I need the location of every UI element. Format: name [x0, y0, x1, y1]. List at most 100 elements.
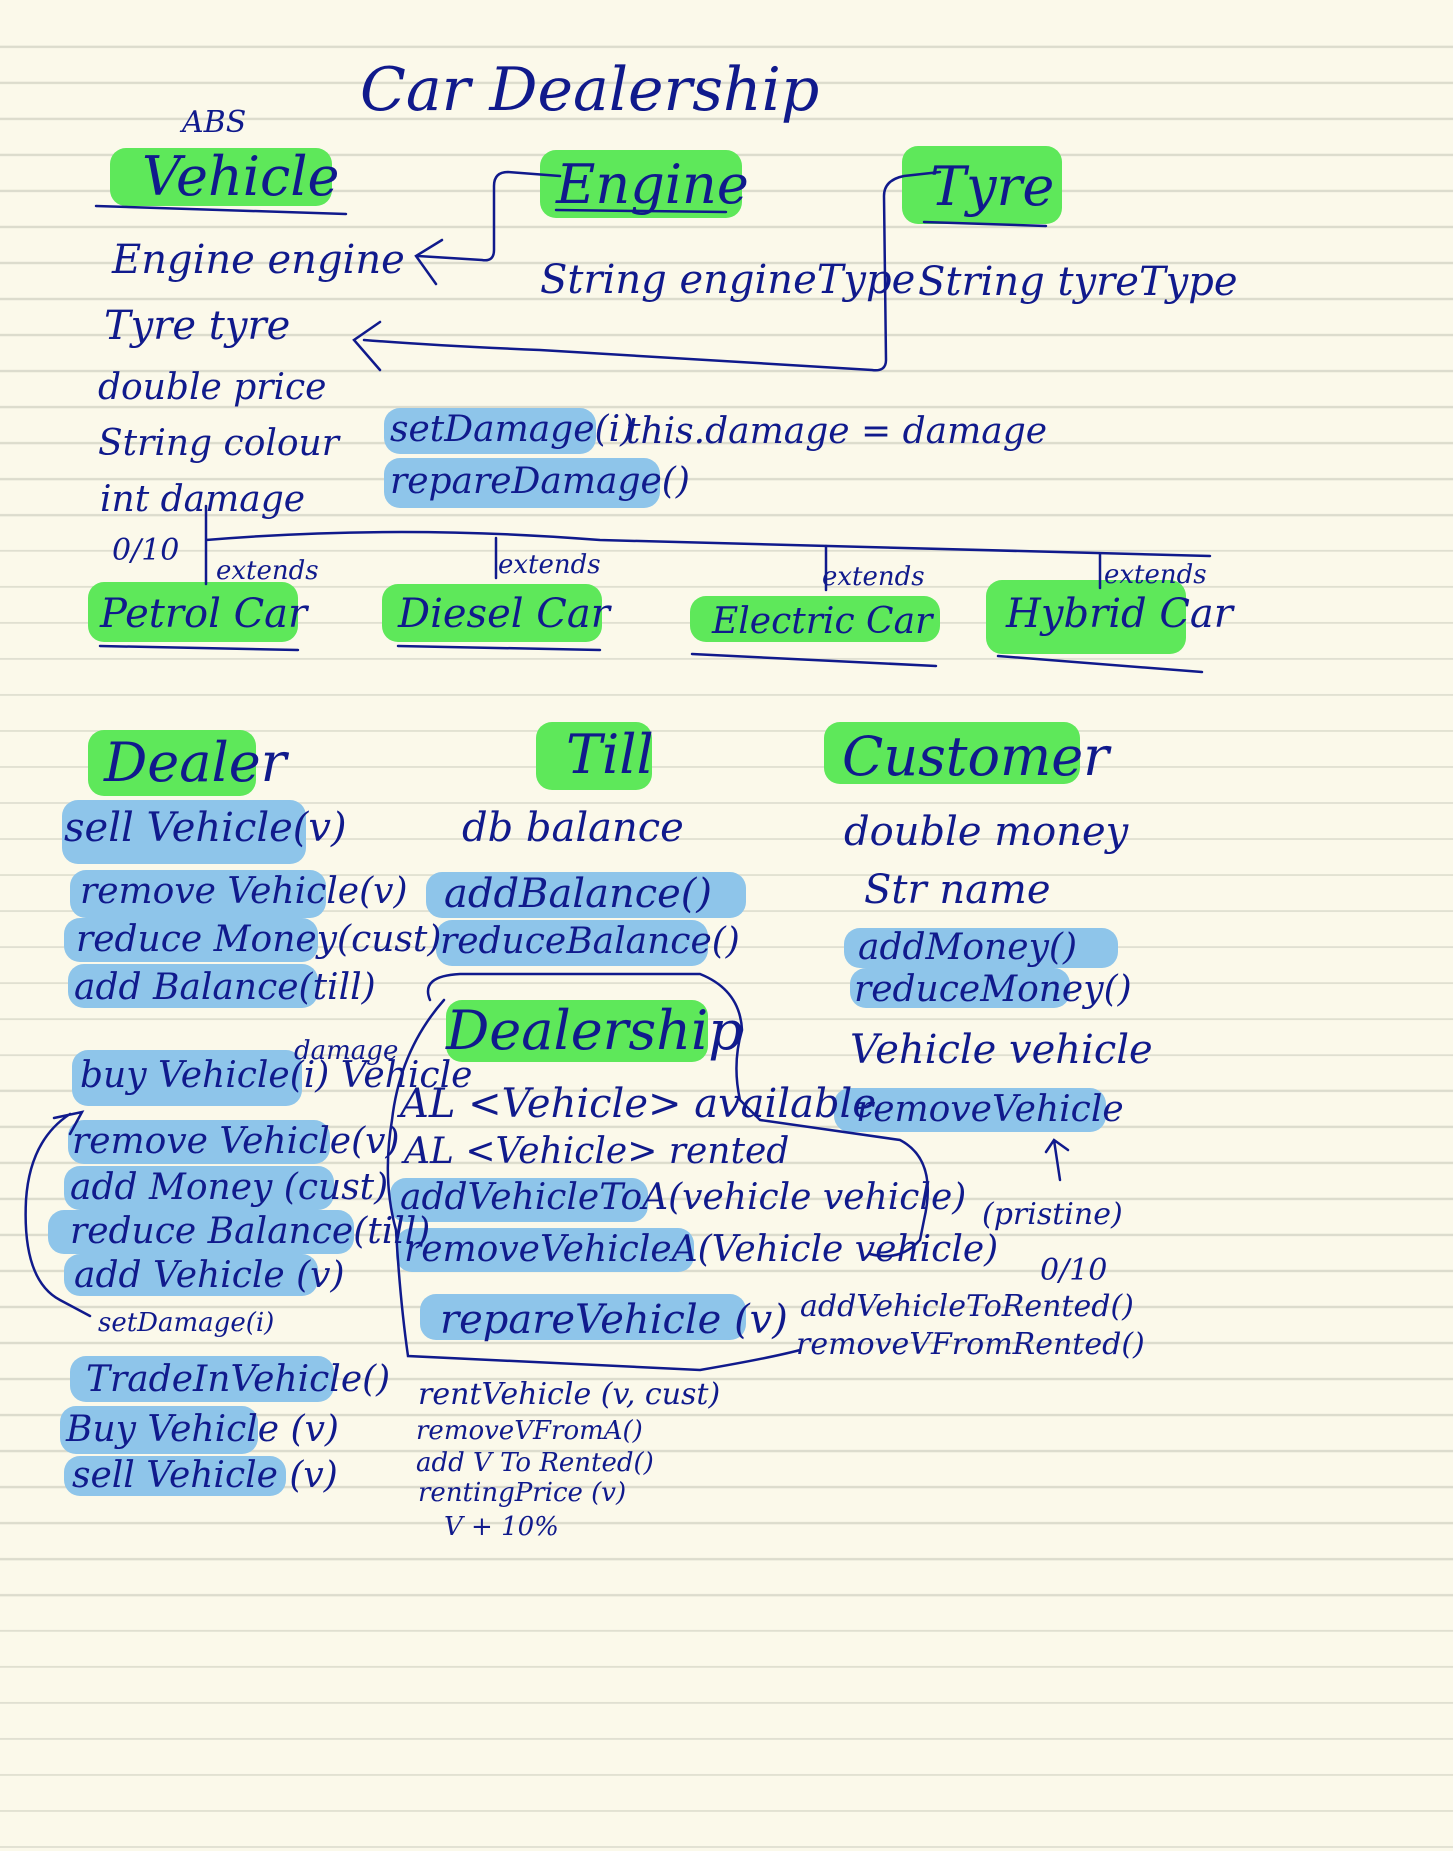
dealership-list-rented: AL <Vehicle> rented — [404, 1131, 790, 1172]
customer-highlight — [824, 722, 1080, 784]
hybrid-highlight — [986, 580, 1186, 654]
dealer-g1-remove-vehicle: remove Vehicle(v) — [80, 871, 408, 912]
engine-to-vehicle-arrow — [414, 170, 562, 286]
setdamage-highlight — [384, 408, 596, 454]
method-repare-damage: repareDamage() — [390, 461, 690, 502]
dealer-g1-add-balance: add Balance(till) — [74, 967, 376, 1008]
dealer-g2-reduce-balance: reduce Balance(till) — [70, 1211, 431, 1252]
customer-state-scale: 0/10 — [1040, 1253, 1108, 1288]
vehicle-class-name: Vehicle — [142, 145, 340, 208]
set-damage-note: this.damage = damage — [626, 411, 1048, 452]
dealer-g1-3-hl — [68, 964, 318, 1008]
dealership-method-add: addVehicleToA(vehicle vehicle) — [400, 1177, 967, 1218]
cust-m1-hl — [850, 968, 1070, 1008]
customer-field-vehicle: Vehicle vehicle — [850, 1027, 1153, 1073]
method-set-damage: setDamage(i) — [390, 409, 635, 450]
till-field-balance: db balance — [462, 805, 684, 851]
vehicle-field-price: double price — [98, 367, 327, 408]
vehicle-field-colour: String colour — [98, 423, 339, 464]
dealer-buy-loop — [24, 1110, 92, 1318]
dealer-class-name: Dealer — [104, 731, 287, 794]
tyre-underline — [922, 220, 1048, 228]
dealer-set-damage: setDamage(i) — [98, 1308, 275, 1338]
engine-field-type: String engineType — [540, 257, 916, 303]
extends-label-hybrid: extends — [1104, 560, 1207, 590]
dealer-g3-buy-vehicle: Buy Vehicle (v) — [66, 1409, 339, 1450]
vehicle-field-damage: int damage — [100, 479, 306, 520]
extends-bar — [204, 504, 1212, 586]
dealership-renting-price: rentingPrice (v) — [418, 1478, 627, 1508]
till-highlight — [536, 722, 652, 790]
customer-field-name: Str name — [864, 867, 1051, 913]
customer-state-note: (pristine) — [982, 1197, 1123, 1232]
dealership-method-repare: repareVehicle (v) — [440, 1297, 788, 1343]
dealer-g2-buy-vehicle: buy Vehicle(i) Vehicle — [80, 1055, 473, 1096]
dealership-method-remove: removeVehicleA(Vehicle vehicle) — [404, 1229, 999, 1270]
dealer-g1-sell-vehicle: sell Vehicle(v) — [64, 805, 347, 851]
class-petrol-car: Petrol Car — [100, 591, 308, 637]
dealership-m2-hl — [420, 1294, 746, 1340]
dealership-highlight — [446, 1000, 708, 1062]
dealer-g3-2-hl — [64, 1456, 286, 1496]
vehicle-stereotype: ABS — [182, 105, 247, 140]
class-electric-car: Electric Car — [712, 601, 933, 642]
tyre-field-type: String tyreType — [918, 259, 1238, 305]
dealership-price-markup: V + 10% — [444, 1512, 559, 1542]
extends-label-electric: extends — [822, 562, 925, 592]
dealership-remove-from-a: removeVFromA() — [416, 1416, 643, 1446]
hybrid-underline — [996, 654, 1204, 674]
dealership-boundary — [386, 972, 929, 1372]
dealer-g2-0-hl — [72, 1050, 302, 1106]
customer-pristine-arrow — [1044, 1138, 1070, 1182]
electric-highlight — [690, 596, 940, 642]
cust-m0-hl — [844, 928, 1118, 968]
dealership-m1-hl — [396, 1228, 694, 1272]
dealer-g2-remove-vehicle: remove Vehicle(v) — [72, 1121, 400, 1162]
dealership-class-name: Dealership — [446, 999, 743, 1062]
tyre-highlight — [902, 146, 1062, 224]
dealer-g2-3-hl — [48, 1210, 354, 1254]
till-method-reduce-balance: reduceBalance() — [440, 921, 740, 962]
dealer-g1-reduce-money: reduce Money(cust) — [76, 919, 442, 960]
dealer-g3-trade-in: TradeInVehicle() — [86, 1359, 391, 1400]
dealer-g2-2-hl — [64, 1166, 334, 1210]
dealership-rent-vehicle: rentVehicle (v, cust) — [418, 1377, 721, 1412]
petrol-highlight — [88, 582, 298, 642]
vehicle-highlight — [110, 148, 332, 206]
tyre-class-name: Tyre — [930, 155, 1055, 218]
customer-method-add-money: addMoney() — [858, 927, 1078, 968]
petrol-underline — [98, 644, 300, 652]
dealership-list-available: AL <Vehicle> available — [400, 1081, 877, 1127]
dealer-g1-1-hl — [70, 870, 326, 918]
vehicle-field-tyre: Tyre tyre — [104, 303, 291, 349]
customer-method-reduce-money: reduceMoney() — [854, 969, 1132, 1010]
engine-underline — [554, 208, 728, 214]
customer-class-name: Customer — [842, 725, 1109, 788]
page-title: Car Dealership — [360, 55, 820, 125]
dealer-g1-2-hl — [64, 918, 318, 962]
dealer-g2-4-hl — [64, 1254, 318, 1296]
vehicle-damage-range: 0/10 — [112, 533, 180, 568]
dealer-g3-sell-vehicle: sell Vehicle (v) — [72, 1455, 338, 1496]
electric-underline — [690, 652, 938, 668]
till-m0-hl — [426, 872, 746, 918]
dealer-g2-add-vehicle: add Vehicle (v) — [74, 1255, 345, 1296]
vehicle-field-engine: Engine engine — [112, 237, 405, 283]
customer-method-remove-vehicle: removeVehicle — [856, 1089, 1124, 1130]
extends-label-diesel: extends — [498, 550, 601, 580]
dealership-add-to-rented: addVehicleToRented() — [800, 1289, 1134, 1324]
dealer-g3-0-hl — [70, 1356, 334, 1402]
engine-highlight — [540, 150, 742, 218]
dealer-g1-0-hl — [62, 800, 306, 864]
dealer-highlight — [88, 730, 256, 796]
engine-class-name: Engine — [556, 153, 749, 216]
cust-m2-hl — [834, 1088, 1106, 1132]
vehicle-underline — [94, 204, 348, 216]
dealer-damage-note: damage — [294, 1036, 399, 1066]
till-m1-hl — [436, 920, 708, 966]
diesel-underline — [396, 644, 602, 652]
dealer-g3-1-hl — [60, 1406, 258, 1454]
dealer-g2-1-hl — [68, 1120, 330, 1164]
dealership-m0-hl — [390, 1178, 648, 1222]
